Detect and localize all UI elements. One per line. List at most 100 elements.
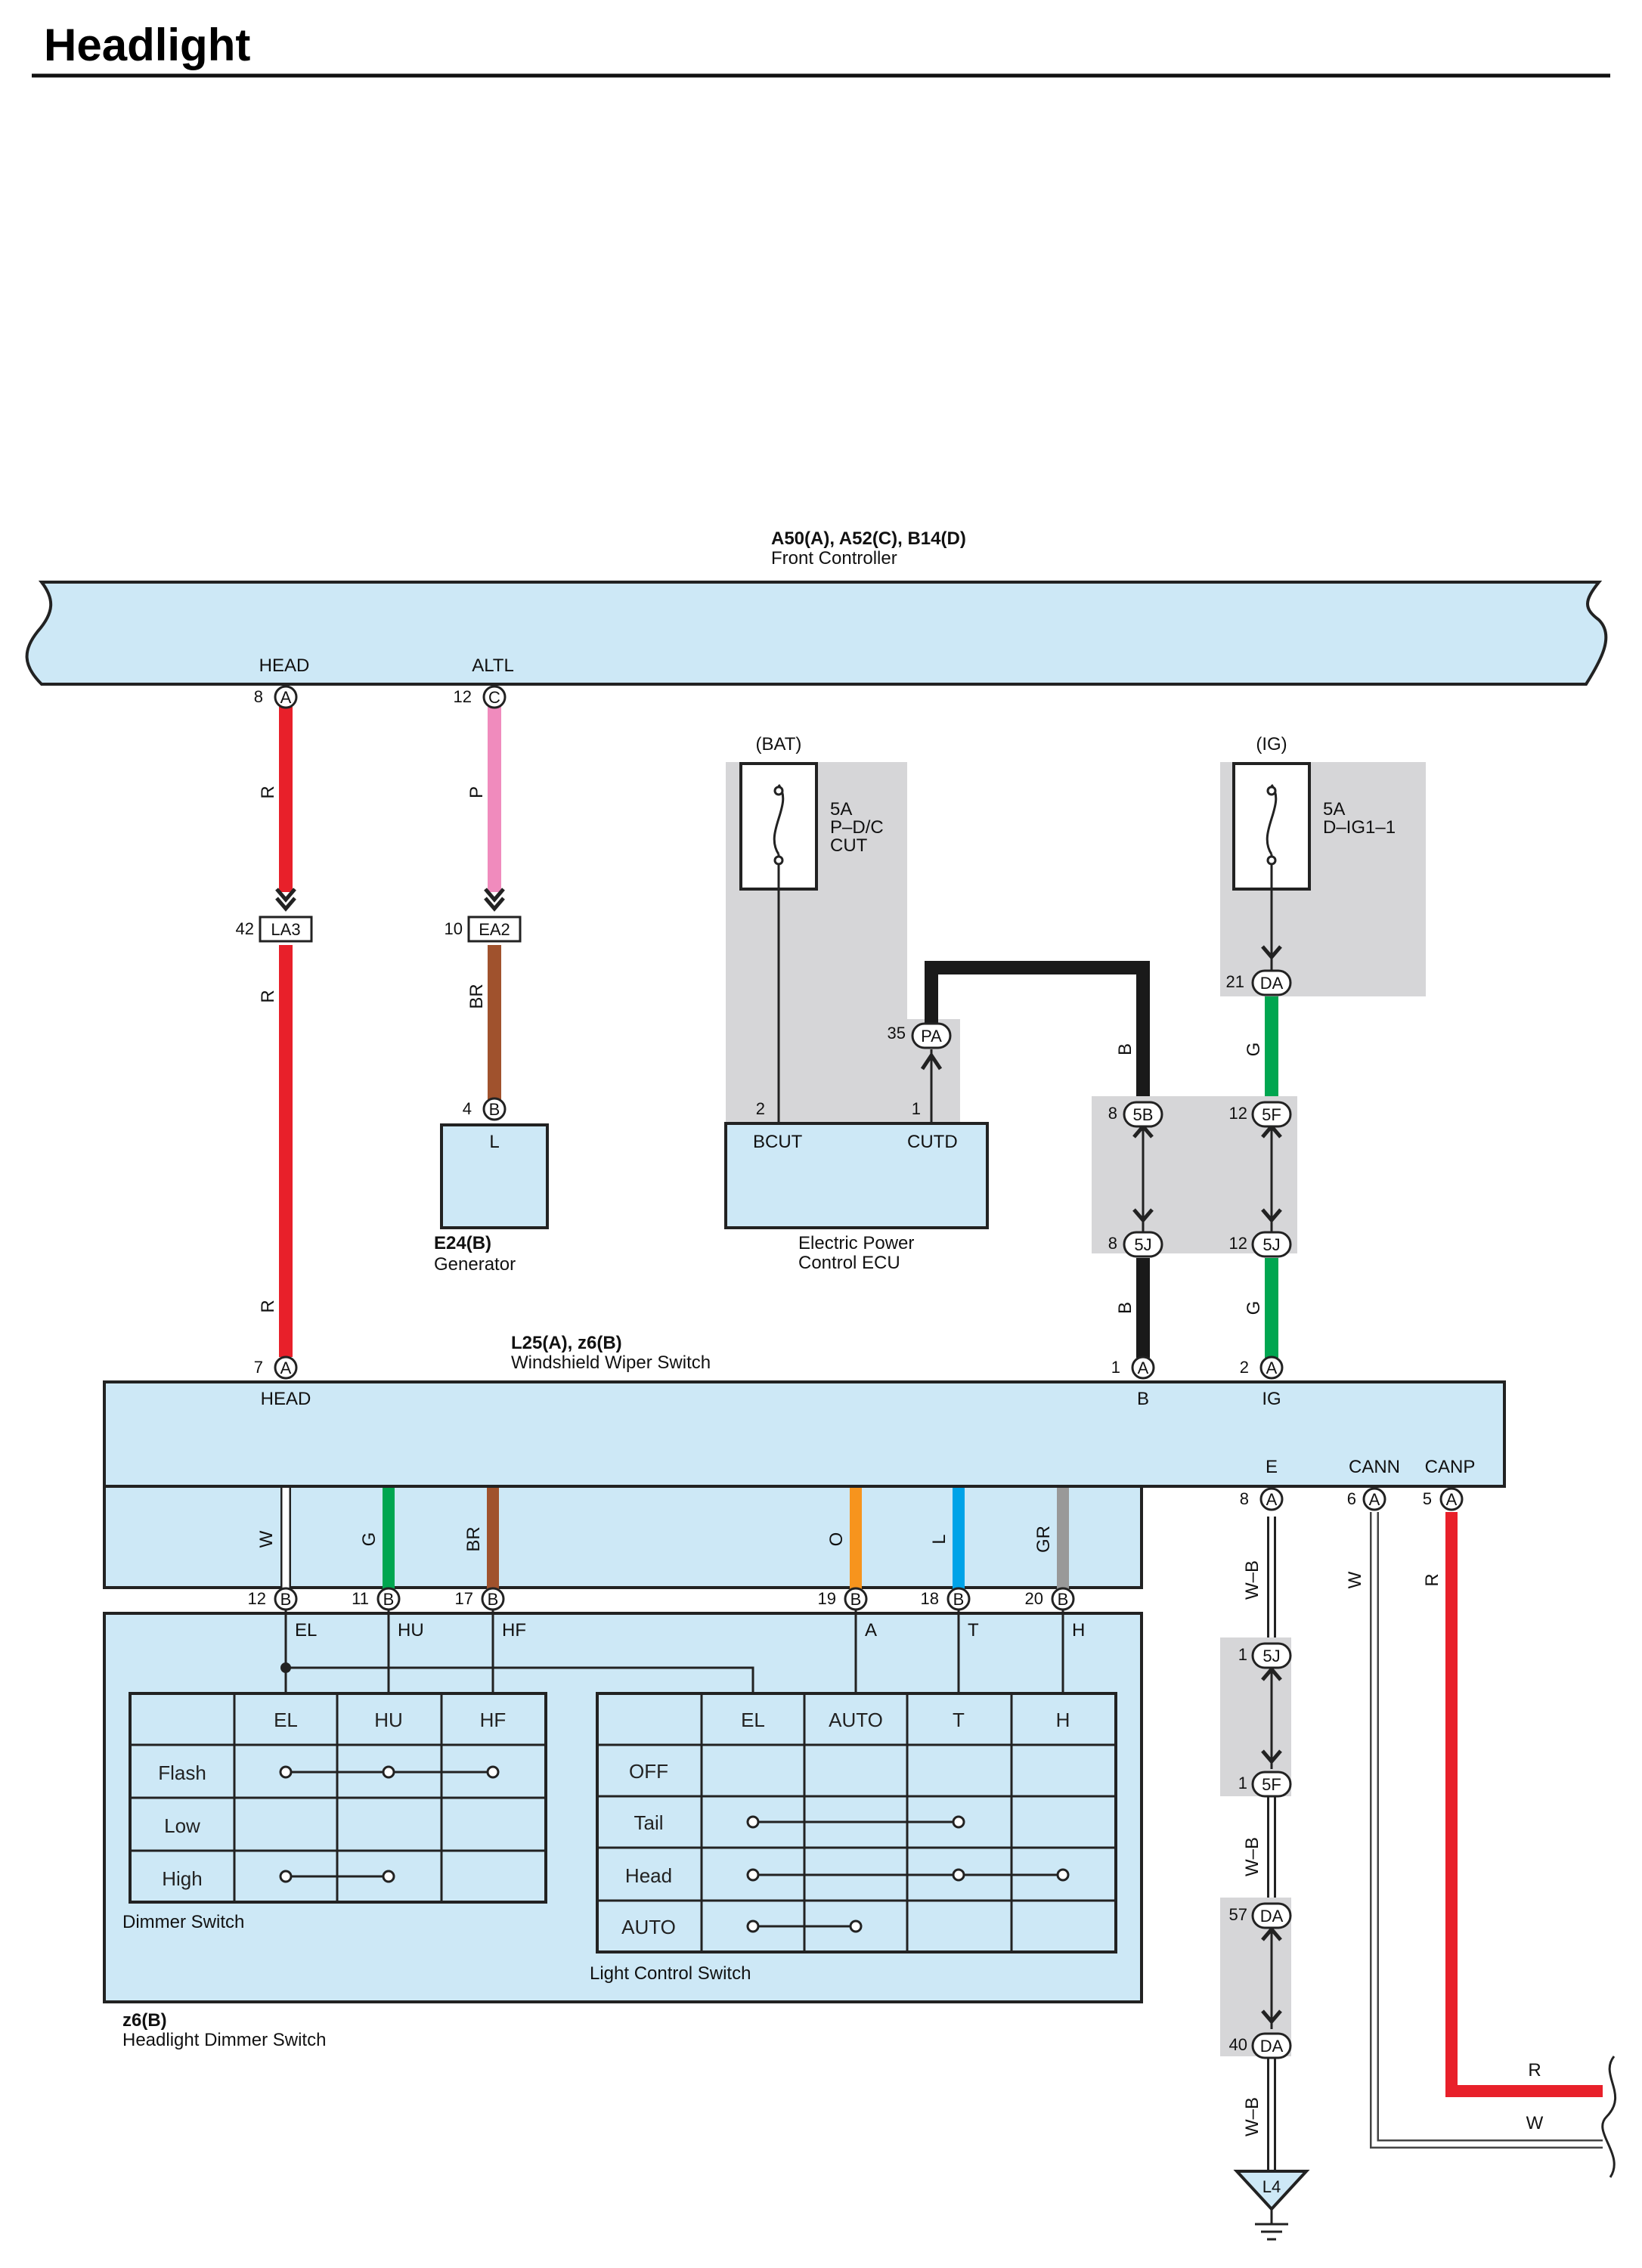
inline-connector-la3: [259, 916, 313, 943]
dimmer-col-hu: HU: [374, 1709, 403, 1731]
harness-pins: 12 B 11 B 17 B 19 B 18 B 20 B: [248, 1587, 1075, 1611]
dimmer-switch-name: Headlight Dimmer Switch: [122, 2030, 326, 2050]
pin-number: 1: [1111, 1358, 1120, 1377]
pin-number: 12: [1229, 1234, 1247, 1253]
wire-label-gr: GR: [1033, 1526, 1054, 1553]
ws-terminal-canp: CANP: [1425, 1457, 1476, 1477]
inline-connector-ea2: [467, 916, 522, 943]
term-t: T: [968, 1620, 979, 1641]
pin-number: 12: [248, 1589, 266, 1608]
front-controller-name: Front Controller: [771, 548, 897, 569]
fuse-bat-rating: 5A: [830, 799, 852, 820]
connector-pin: [274, 685, 298, 709]
fuse-ig-source: (IG): [1256, 734, 1287, 754]
connector-e5f: [1251, 1771, 1292, 1798]
connector-pin: [274, 1587, 298, 1611]
wiper-switch-id: L25(A), z6(B): [511, 1333, 622, 1353]
pin-connector: 5F: [1262, 1775, 1281, 1794]
term-hu: HU: [398, 1620, 424, 1641]
generator-name: Generator: [434, 1254, 516, 1275]
connector-5j: [1251, 1231, 1292, 1258]
light-caption: Light Control Switch: [590, 1963, 751, 1984]
wire-canp: [1445, 1512, 1603, 2097]
connector-eda57: [1251, 1902, 1292, 1929]
wire-cann-outline: [1370, 1512, 1603, 2149]
generator-terminal: L: [489, 1132, 499, 1152]
connector-pin: [1362, 1487, 1386, 1511]
fc-terminal-head: HEAD: [259, 655, 310, 676]
wire-label-br: BR: [466, 984, 487, 1009]
wire-label-wb3: W–B: [1242, 2097, 1262, 2136]
pin-number: 1: [1238, 1645, 1247, 1664]
arrow-down-icon: [1261, 945, 1282, 960]
pin-connector: B: [280, 1590, 292, 1609]
pin-number: 17: [455, 1589, 473, 1608]
pin-connector: DA: [1260, 1907, 1284, 1926]
pin-number: 42: [236, 919, 254, 938]
pin-number: 2: [1240, 1358, 1249, 1377]
wire-label-p: P: [466, 786, 487, 798]
pin-connector: 5J: [1134, 1235, 1151, 1254]
connector-e5j: [1251, 1642, 1292, 1669]
epc-name1: Electric Power: [798, 1233, 914, 1253]
pin-connector: 5F: [1262, 1105, 1281, 1124]
pin-number: 6: [1347, 1489, 1356, 1508]
light-col-auto: AUTO: [829, 1709, 883, 1731]
arrow-up-icon: [920, 1052, 943, 1070]
connector-5j: [1123, 1231, 1163, 1258]
pin-connector: A: [280, 688, 292, 707]
connector-pin: [844, 1587, 868, 1611]
wire-cann: [1371, 1512, 1603, 2147]
pin-connector: A: [1369, 1490, 1380, 1509]
dimmer-col-el: EL: [274, 1709, 298, 1731]
light-row-off: OFF: [629, 1760, 668, 1783]
fuse-bat-name1: P–D/C: [830, 817, 884, 838]
fuse-ig-name: D–IG1–1: [1323, 817, 1396, 838]
pin-connector: B: [1058, 1590, 1069, 1609]
ws-terminal-ig: IG: [1262, 1389, 1281, 1409]
pin-connector: A: [1446, 1490, 1458, 1509]
connector-pin: [274, 1356, 298, 1380]
connector-pin: [1259, 1487, 1284, 1511]
switch-harness-box: [103, 1485, 1143, 1589]
wire-label-r1: R: [258, 785, 278, 798]
epc-term-cutd: CUTD: [907, 1132, 958, 1152]
pin-number: 1: [912, 1099, 921, 1118]
pin-connector: DA: [1260, 2037, 1284, 2056]
pin-connector: PA: [921, 1027, 942, 1046]
term-hf: HF: [502, 1620, 526, 1641]
wire-label-wb2: W–B: [1242, 1837, 1262, 1876]
dimmer-row-low: Low: [164, 1814, 200, 1837]
connector-5b: [1123, 1101, 1163, 1128]
fc-terminal-altl: ALTL: [472, 655, 514, 676]
pin-number: 4: [463, 1099, 472, 1118]
ws-terminal-e: E: [1266, 1457, 1278, 1477]
ground-bars-icon: [1255, 2209, 1288, 2241]
connector-pin: [1259, 1356, 1284, 1380]
wire-label-out-w: W: [1526, 2113, 1544, 2133]
pin-connector: B: [850, 1590, 862, 1609]
pin-number: 7: [254, 1358, 263, 1377]
wire-label-b2: B: [1115, 1302, 1135, 1314]
connector-pin: [482, 1097, 507, 1121]
generator-id: E24(B): [434, 1233, 491, 1253]
pin-connector: A: [1138, 1359, 1149, 1377]
dimmer-table: EL HU HF Flash Low High: [129, 1692, 547, 1904]
wire-label-r2: R: [258, 990, 278, 1002]
dimmer-row-high: High: [162, 1867, 202, 1890]
pin-number: 8: [1108, 1104, 1117, 1123]
light-row-tail: Tail: [634, 1811, 663, 1834]
dimmer-col-hf: HF: [480, 1709, 507, 1731]
connector-pin: [481, 1587, 505, 1611]
pin-number: 19: [818, 1589, 836, 1608]
light-col-el: EL: [741, 1709, 765, 1731]
wire-label-br: BR: [463, 1526, 484, 1551]
light-row-auto: AUTO: [621, 1916, 676, 1938]
fuse-ig-rating: 5A: [1323, 799, 1345, 820]
pin-connector: LA3: [271, 920, 300, 939]
pin-connector: A: [280, 1359, 292, 1377]
dimmer-row-flash: Flash: [158, 1761, 206, 1784]
ground-label: L4: [1262, 2177, 1281, 2196]
pin-connector: A: [1266, 1359, 1278, 1377]
